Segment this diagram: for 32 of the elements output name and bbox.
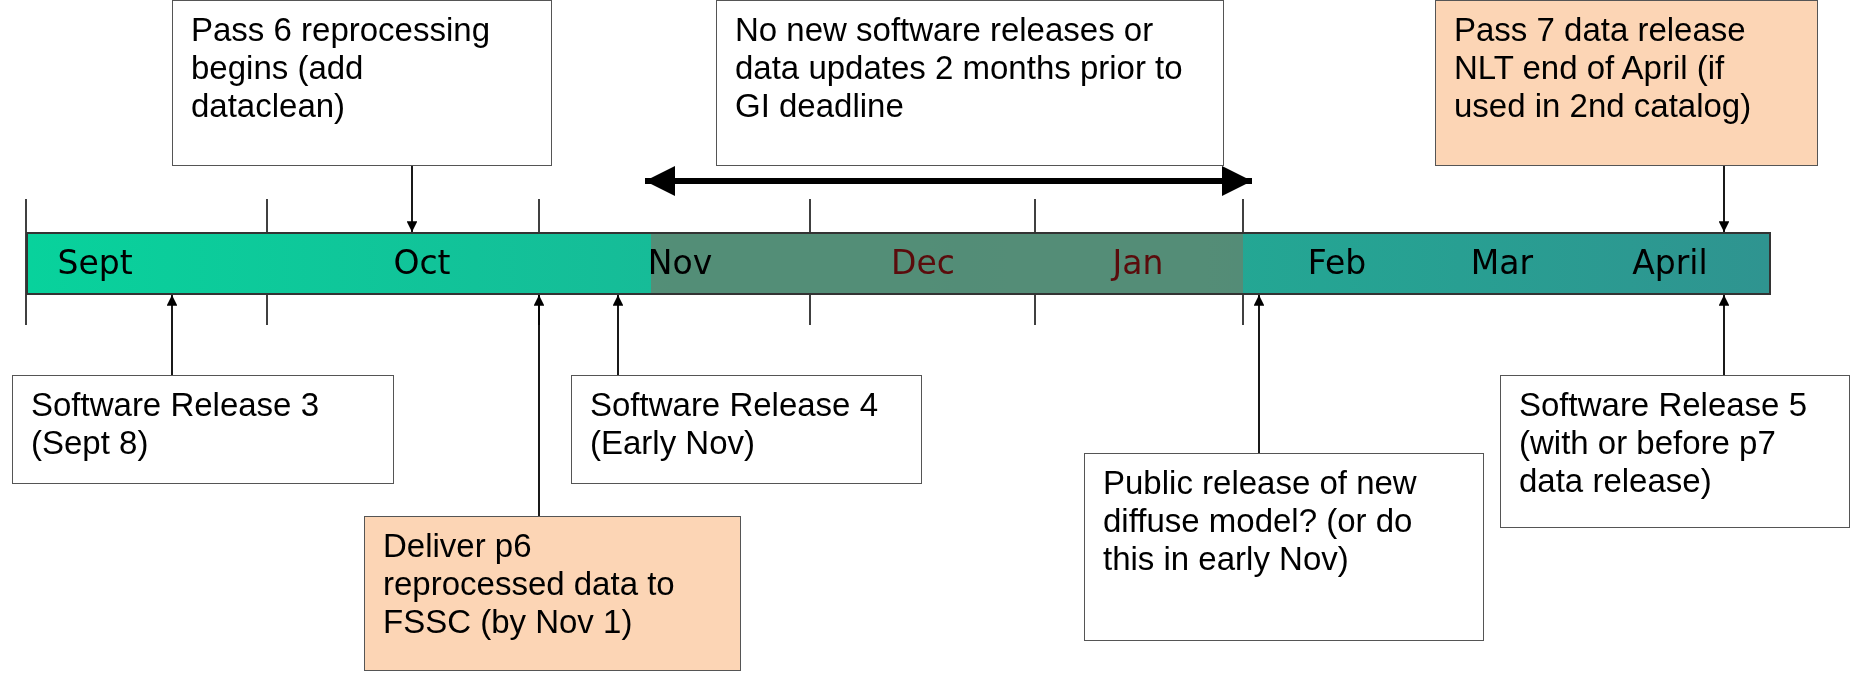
month-label: Dec: [891, 243, 955, 283]
note-box: [172, 0, 552, 166]
note-text: Pass 6 reprocessing begins (add dataclean): [191, 11, 491, 125]
note-text: Software Release 3 (Sept 8): [31, 386, 320, 462]
arrow: [1253, 294, 1265, 454]
month-label: Oct: [393, 243, 451, 283]
note-box: [1084, 453, 1484, 641]
month-label: Nov: [647, 243, 713, 283]
month-label: Mar: [1470, 243, 1534, 283]
arrow: [406, 165, 418, 233]
timeline-bar: [26, 232, 1771, 295]
arrow: [166, 294, 178, 376]
month-label: Feb: [1307, 243, 1367, 283]
note-text: Pass 7 data release NLT end of April (if used in 2nd catalog): [1454, 11, 1753, 125]
month-label: April: [1632, 243, 1708, 283]
note-box: [571, 375, 922, 484]
note-box: [1500, 375, 1850, 528]
note-box: [716, 0, 1224, 166]
arrow: [1718, 294, 1730, 376]
arrow: [533, 294, 545, 517]
note-text: Public release of new diffuse model? (or do this in early Nov): [1103, 464, 1418, 578]
note-text: Deliver p6 reprocessed data to FSSC (by Nov 1): [383, 527, 676, 641]
note-box: [364, 516, 741, 671]
note-text: Software Release 4 (Early Nov): [590, 386, 879, 462]
note-box: [12, 375, 394, 484]
arrow: [1718, 165, 1730, 233]
note-text: No new software releases or data updates 2 months prior to GI deadline: [735, 11, 1184, 125]
note-text: Software Release 5 (with or before p7 data release): [1519, 386, 1808, 500]
month-label: Jan: [1112, 243, 1164, 283]
arrow: [612, 294, 624, 376]
month-label: Sept: [57, 243, 133, 283]
note-box: [1435, 0, 1818, 166]
